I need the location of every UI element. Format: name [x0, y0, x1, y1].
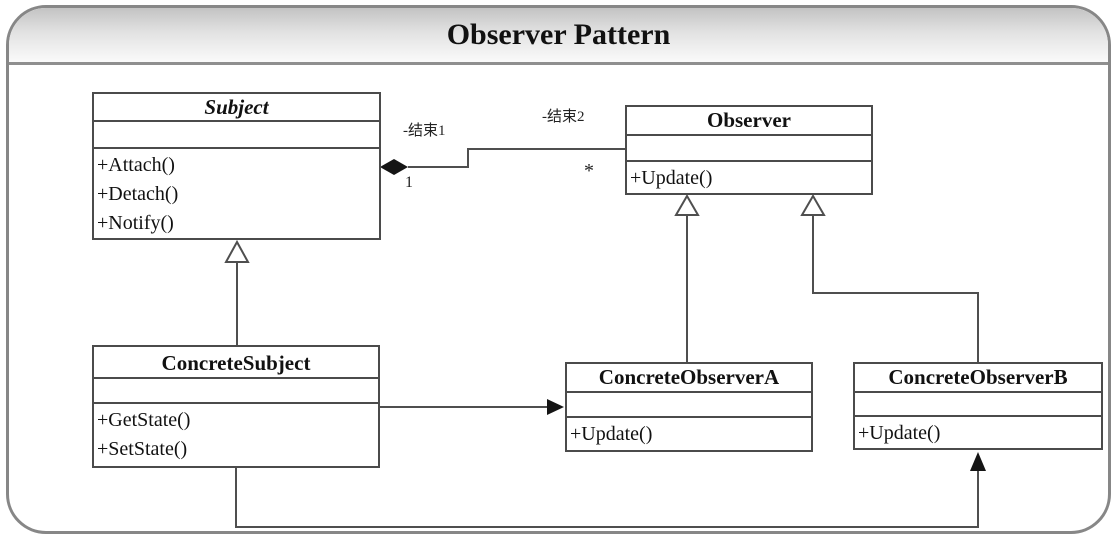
- class-concrete-observer-b-methods: +Update(): [855, 417, 1101, 448]
- class-concrete-observer-a-methods: +Update(): [567, 418, 811, 449]
- class-subject-methods: +Attach() +Detach() +Notify(): [94, 149, 379, 238]
- association-end1-label: -结束1: [403, 123, 446, 139]
- method-setstate: +SetState(): [97, 438, 188, 460]
- method-detach: +Detach(): [97, 183, 179, 205]
- method-update: +Update(): [630, 167, 713, 189]
- method-update: +Update(): [570, 423, 653, 445]
- association-end2-label: -结束2: [542, 109, 585, 125]
- class-concrete-subject-name: ConcreteSubject: [94, 347, 378, 379]
- class-subject: Subject +Attach() +Detach() +Notify(): [92, 92, 381, 240]
- class-observer-attributes: [627, 136, 871, 162]
- class-concrete-observer-a: ConcreteObserverA +Update(): [565, 362, 813, 452]
- class-concrete-subject-attributes: [94, 379, 378, 404]
- class-concrete-subject: ConcreteSubject +GetState() +SetState(): [92, 345, 380, 468]
- class-observer: Observer +Update(): [625, 105, 873, 195]
- method-attach: +Attach(): [97, 154, 175, 176]
- class-subject-attributes: [94, 122, 379, 149]
- class-observer-name: Observer: [627, 107, 871, 136]
- class-concrete-observer-a-attributes: [567, 393, 811, 418]
- diagram-title: Observer Pattern: [446, 18, 671, 51]
- association-end1-multiplicity: 1: [405, 174, 413, 191]
- class-concrete-observer-b: ConcreteObserverB +Update(): [853, 362, 1103, 450]
- class-subject-name: Subject: [94, 94, 379, 122]
- method-getstate: +GetState(): [97, 409, 191, 431]
- class-concrete-observer-b-attributes: [855, 393, 1101, 417]
- class-concrete-observer-a-name: ConcreteObserverA: [567, 364, 811, 393]
- class-concrete-subject-methods: +GetState() +SetState(): [94, 404, 378, 464]
- method-notify: +Notify(): [97, 212, 174, 234]
- association-end2-multiplicity: *: [584, 160, 594, 182]
- class-observer-methods: +Update(): [627, 162, 871, 193]
- class-concrete-observer-b-name: ConcreteObserverB: [855, 364, 1101, 393]
- method-update: +Update(): [858, 422, 941, 444]
- diagram-title-bar: Observer Pattern: [9, 8, 1108, 65]
